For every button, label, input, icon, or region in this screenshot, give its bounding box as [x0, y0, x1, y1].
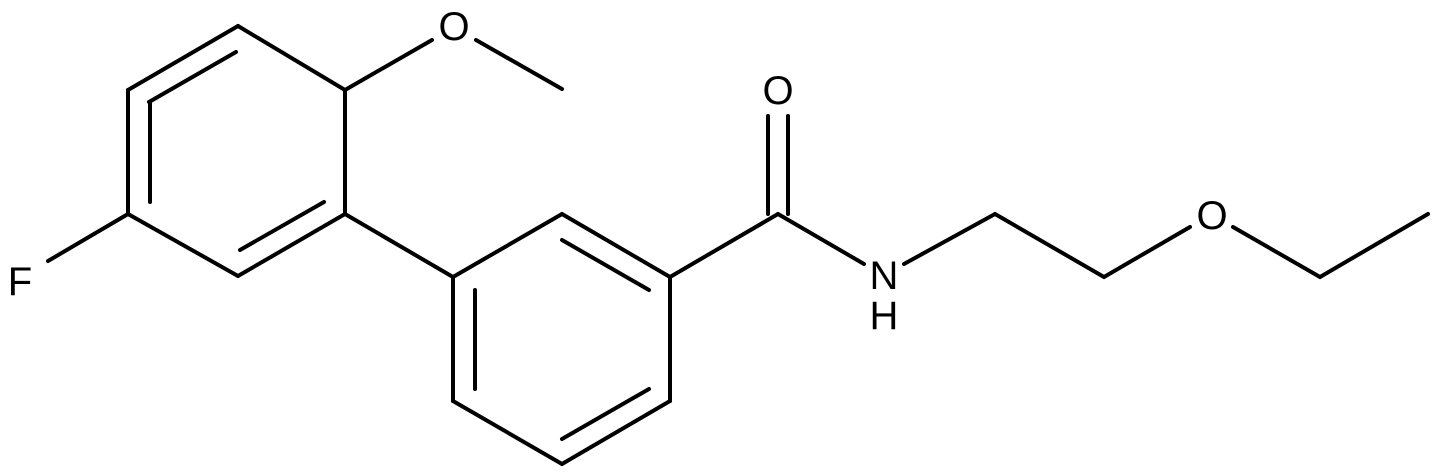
fluorine-label: F — [8, 260, 32, 304]
ch2-ch2-bond — [993, 212, 1106, 279]
bond — [126, 212, 240, 278]
nitrogen-label: N — [870, 254, 899, 298]
bond — [238, 200, 326, 252]
benzamide-ring — [451, 212, 672, 466]
bond — [560, 212, 672, 279]
c-o-methoxy-bond — [343, 38, 434, 92]
methoxy-oxygen-label: O — [438, 5, 469, 49]
ether-oxygen-label: O — [1196, 194, 1227, 238]
bond — [147, 50, 238, 104]
biaryl-bond — [343, 212, 455, 279]
ch2-o-bond — [1102, 225, 1192, 279]
carbonyl-oxygen-label: O — [762, 69, 793, 113]
o-ch2-bond — [1231, 225, 1322, 279]
bond — [560, 238, 651, 292]
c-f-bond — [46, 212, 130, 263]
fluoro-methoxy-phenyl-ring — [126, 24, 347, 278]
c-n-bond — [776, 212, 866, 266]
bond — [126, 24, 240, 92]
o-ch3-bond — [474, 38, 564, 91]
bond — [560, 387, 651, 441]
n-ch2-bond — [902, 212, 997, 266]
bond — [560, 399, 672, 466]
ch2-ch3-bond — [1318, 212, 1430, 279]
bond — [451, 212, 564, 279]
ring-carbonyl-bond — [668, 212, 780, 279]
bond — [236, 24, 347, 92]
bond — [451, 399, 564, 466]
nitrogen-hydrogen-label: H — [870, 294, 899, 338]
bond — [236, 212, 347, 278]
